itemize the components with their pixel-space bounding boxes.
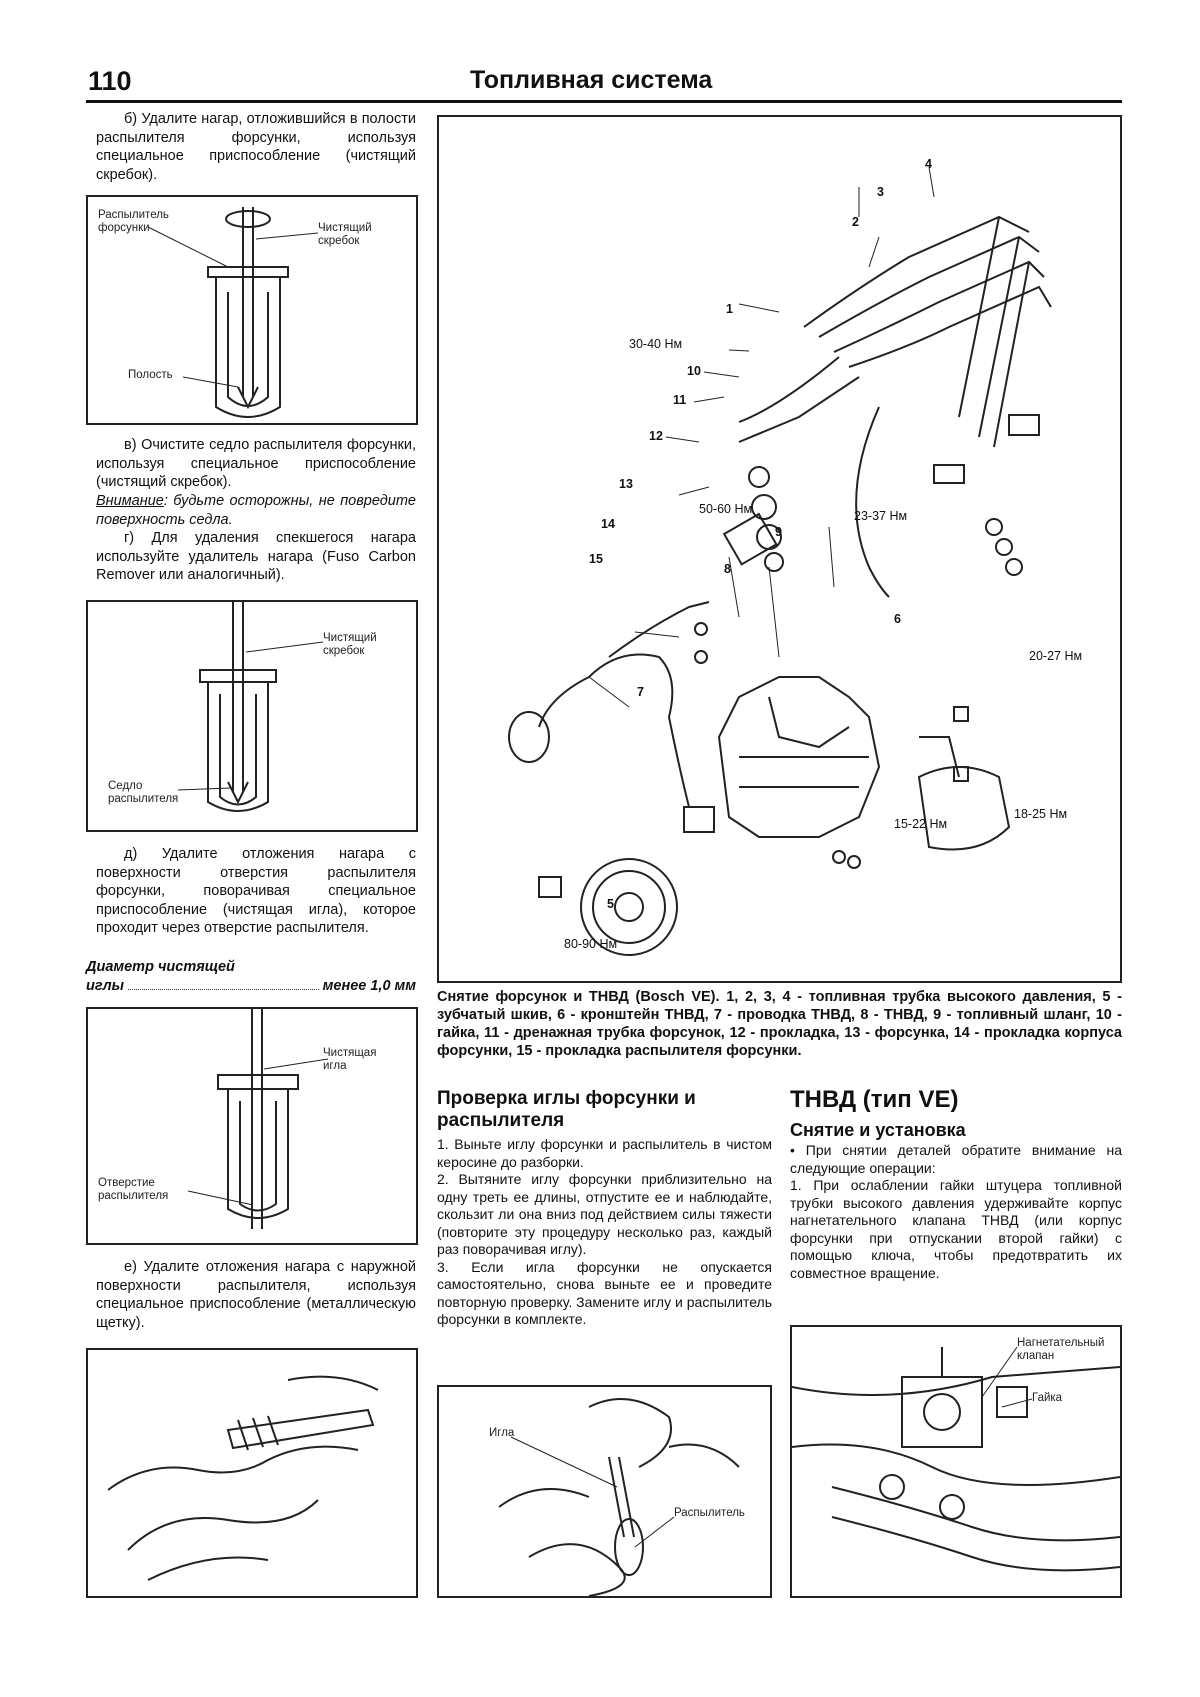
attention-note: Внимание: будьте осторожны, не повредите… <box>96 492 416 529</box>
callout-3: 3 <box>877 185 884 199</box>
callout-13: 13 <box>619 477 633 491</box>
figure-wire-brush <box>86 1348 418 1598</box>
seat-scraper-drawing <box>177 602 324 812</box>
label-scraper: Чистящий скребок <box>318 222 372 247</box>
callout-9: 9 <box>775 525 782 539</box>
header-rule <box>86 100 1122 103</box>
paragraph-d: д) Удалите отложения нагара с поверхност… <box>96 846 416 936</box>
label-nut: Гайка <box>1032 1392 1063 1404</box>
callout-11: 11 <box>673 393 687 407</box>
attention-label: Внимание <box>96 493 164 509</box>
torque-50-60: 50-60 Нм <box>699 502 753 516</box>
torque-30-40: 30-40 Нм <box>629 337 683 351</box>
callout-6: 6 <box>894 612 901 626</box>
spec-row: иглы менее 1,0 мм <box>86 977 416 996</box>
wire-brush-drawing <box>107 1375 379 1581</box>
callout-8: 8 <box>724 562 731 576</box>
delivery-valve-drawing <box>792 1346 1120 1572</box>
needle-check-step-1: 1. Выньте иглу форсунки и распылитель в … <box>437 1136 772 1170</box>
page-number: 110 <box>88 66 132 96</box>
needle-check-step-3: 3. Если игла форсунки не опускается само… <box>437 1258 772 1328</box>
figure-nozzle-scraper: Распылитель форсунки Чистящий скребок По… <box>86 195 418 425</box>
callout-2: 2 <box>852 215 859 229</box>
main-figure-caption: Снятие форсунок и ТНВД (Bosch VE). 1, 2,… <box>437 989 1122 1059</box>
needle-check-step-2: 2. Вытяните иглу форсунки приблизительно… <box>437 1171 772 1257</box>
callout-1: 1 <box>726 302 733 316</box>
section-heading-tnvd: ТНВД (тип VE) <box>790 1086 959 1113</box>
removal-step-1: 1. При ослаблении гайки штуцера топливно… <box>790 1177 1122 1281</box>
label-nozzle: Распылитель форсунки <box>98 209 169 234</box>
label-seat: Седло распылителя <box>108 780 179 805</box>
paragraph-v: в) Очистите седло распылителя форсунки, … <box>96 437 416 490</box>
removal-text: • При снятии деталей обратите внимание н… <box>790 1142 1122 1282</box>
paragraph-e: е) Удалите отложения нагара с наружной п… <box>96 1259 416 1331</box>
callout-5: 5 <box>607 897 614 911</box>
label-needle: Чистящая игла <box>323 1047 377 1072</box>
figure-injection-pump-exploded: 1 2 3 4 5 6 7 8 9 10 11 12 13 14 15 30-4… <box>437 115 1122 983</box>
callout-12: 12 <box>649 429 663 443</box>
spec-label: Диаметр чистящей <box>86 959 235 975</box>
figure-needle-check: Игла Распылитель <box>437 1385 772 1598</box>
torque-80-90: 80-90 Нм <box>564 937 618 951</box>
paragraph-b: б) Удалите нагар, отложившийся в полости… <box>96 111 416 183</box>
label-scraper-2: Чистящий скребок <box>323 632 377 657</box>
needle-check-text: 1. Выньте иглу форсунки и распылитель в … <box>437 1136 772 1329</box>
cleaning-needle-drawing <box>187 1009 329 1229</box>
label-needle-check: Игла <box>489 1427 515 1439</box>
section-heading-needle-check: Проверка иглы форсунки и распылителя <box>437 1088 696 1131</box>
torque-23-37: 23-37 Нм <box>854 509 908 523</box>
label-cavity: Полость <box>128 369 173 381</box>
needle-check-drawing <box>498 1398 740 1596</box>
label-delivery-valve: Нагнетательный клапан <box>1017 1337 1105 1362</box>
label-nozzle-check: Распылитель <box>674 1507 745 1519</box>
callout-4: 4 <box>925 157 932 171</box>
callout-10: 10 <box>687 364 701 378</box>
pump-exploded-drawing <box>508 166 1052 956</box>
page-title: Топливная система <box>470 66 713 94</box>
figure-delivery-valve: Нагнетательный клапан Гайка <box>790 1325 1122 1598</box>
needle-spec: Диаметр чистящей иглы менее 1,0 мм <box>86 958 416 995</box>
torque-20-27: 20-27 Нм <box>1029 649 1083 663</box>
callout-7: 7 <box>637 685 644 699</box>
spec-label-2: иглы <box>86 977 124 994</box>
torque-18-25: 18-25 Нм <box>1014 807 1068 821</box>
callout-14: 14 <box>601 517 615 531</box>
figure-cleaning-needle: Чистящая игла Отверстие распылителя <box>86 1007 418 1245</box>
spec-dots <box>128 977 319 990</box>
nozzle-scraper-drawing <box>147 207 319 418</box>
figure-seat-scraper: Чистящий скребок Седло распылителя <box>86 600 418 832</box>
removal-bullet: • При снятии деталей обратите внимание н… <box>790 1142 1122 1176</box>
spec-value: менее 1,0 мм <box>322 977 416 994</box>
paragraph-g: г) Для удаления спекшегося нагара исполь… <box>96 530 416 583</box>
torque-15-22: 15-22 Нм <box>894 817 948 831</box>
callout-15: 15 <box>589 552 603 566</box>
label-hole: Отверстие распылителя <box>98 1177 169 1202</box>
subheading-removal: Снятие и установка <box>790 1120 966 1140</box>
attention-text: : будьте осторожны, не повредите поверхн… <box>96 493 416 528</box>
